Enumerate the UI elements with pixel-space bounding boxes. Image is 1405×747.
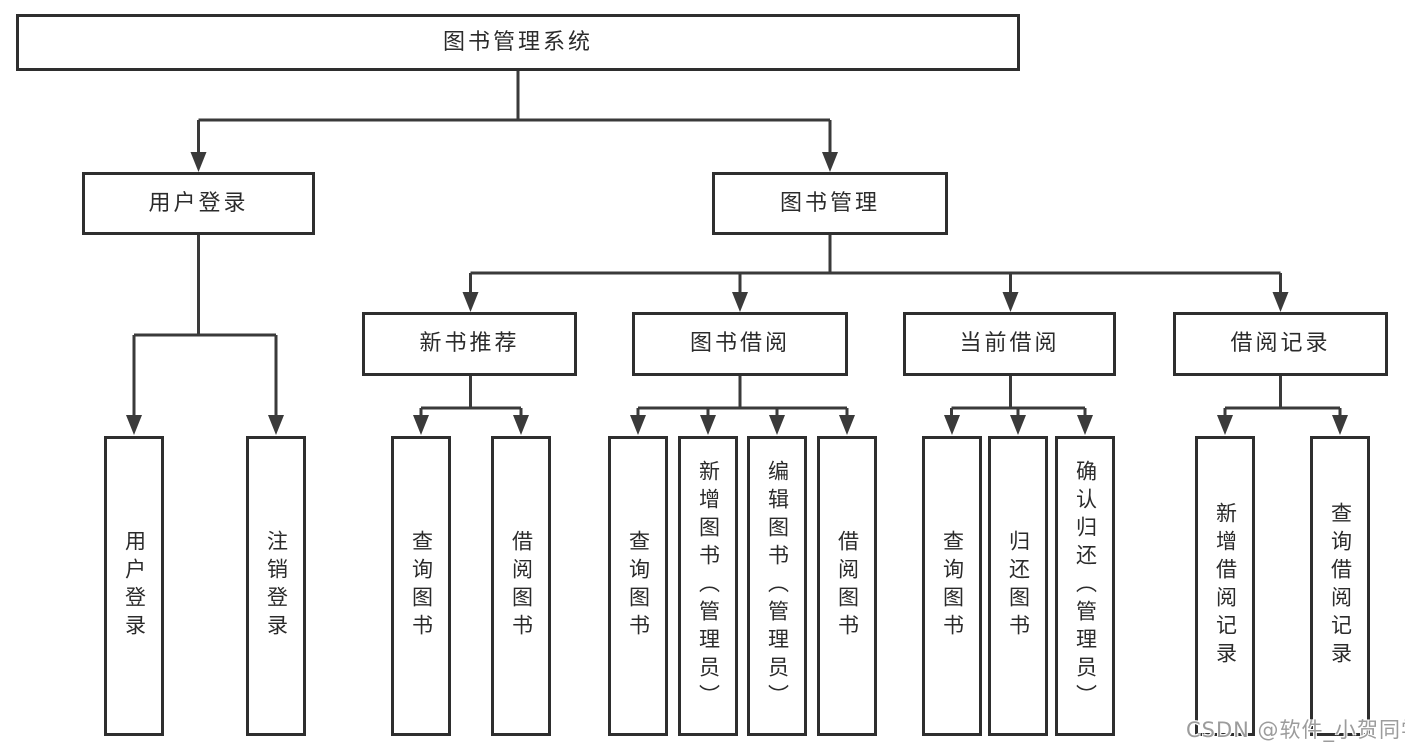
leaf-query-books-current: 查询图书 — [922, 436, 982, 736]
arrowhead — [1010, 415, 1026, 435]
arrowhead — [1077, 415, 1093, 435]
arrowhead — [268, 415, 284, 435]
arrowhead — [126, 415, 142, 435]
leaf-add-books-admin: 新增图书（管理员） — [678, 436, 738, 736]
leaf-user-login: 用户登录 — [104, 436, 164, 736]
csdn-watermark: CSDN @软件_小贺同学 — [1186, 718, 1405, 742]
arrowhead — [462, 292, 479, 312]
arrowhead — [630, 415, 646, 435]
arrowhead — [732, 292, 748, 312]
leaf-confirm-return-admin: 确认归还（管理员） — [1055, 436, 1115, 736]
arrowhead — [822, 152, 838, 172]
node-user-login: 用户登录 — [82, 172, 315, 235]
leaf-add-borrow-record: 新增借阅记录 — [1195, 436, 1255, 736]
arrowhead — [190, 152, 207, 172]
node-book-borrowing: 图书借阅 — [632, 312, 848, 376]
arrowhead — [700, 415, 716, 435]
arrowhead — [1002, 292, 1019, 312]
arrowhead — [944, 415, 960, 435]
connector-root-to-level2 — [197, 70, 832, 158]
connector-newbook-to-leaves — [419, 376, 523, 421]
leaf-query-books-borrow: 查询图书 — [608, 436, 668, 736]
node-new-book-recommend: 新书推荐 — [362, 312, 577, 376]
leaf-borrow-books-recommend: 借阅图书 — [491, 436, 551, 736]
leaf-return-books: 归还图书 — [988, 436, 1048, 736]
connector-current-to-leaves — [950, 376, 1087, 421]
arrowhead — [413, 415, 429, 435]
leaf-query-books-recommend: 查询图书 — [391, 436, 451, 736]
connector-bookmgmt-to-level3 — [469, 235, 1282, 298]
connector-userlogin-to-leaves — [132, 235, 278, 421]
connector-records-to-leaves — [1223, 376, 1342, 421]
connector-borrow-to-leaves — [636, 376, 849, 421]
node-book-management: 图书管理 — [712, 172, 948, 235]
leaf-logout: 注销登录 — [246, 436, 306, 736]
arrowhead — [839, 415, 855, 435]
leaf-borrow-books: 借阅图书 — [817, 436, 877, 736]
leaf-edit-books-admin: 编辑图书（管理员） — [747, 436, 807, 736]
arrowhead — [769, 415, 785, 435]
arrowhead — [513, 415, 529, 435]
leaf-query-borrow-record: 查询借阅记录 — [1310, 436, 1370, 736]
node-borrowing-records: 借阅记录 — [1173, 312, 1388, 376]
node-current-borrowing: 当前借阅 — [903, 312, 1116, 376]
node-root-library-system: 图书管理系统 — [16, 14, 1020, 71]
arrowhead — [1217, 415, 1233, 435]
arrowhead — [1272, 292, 1289, 312]
arrowhead — [1332, 415, 1348, 435]
